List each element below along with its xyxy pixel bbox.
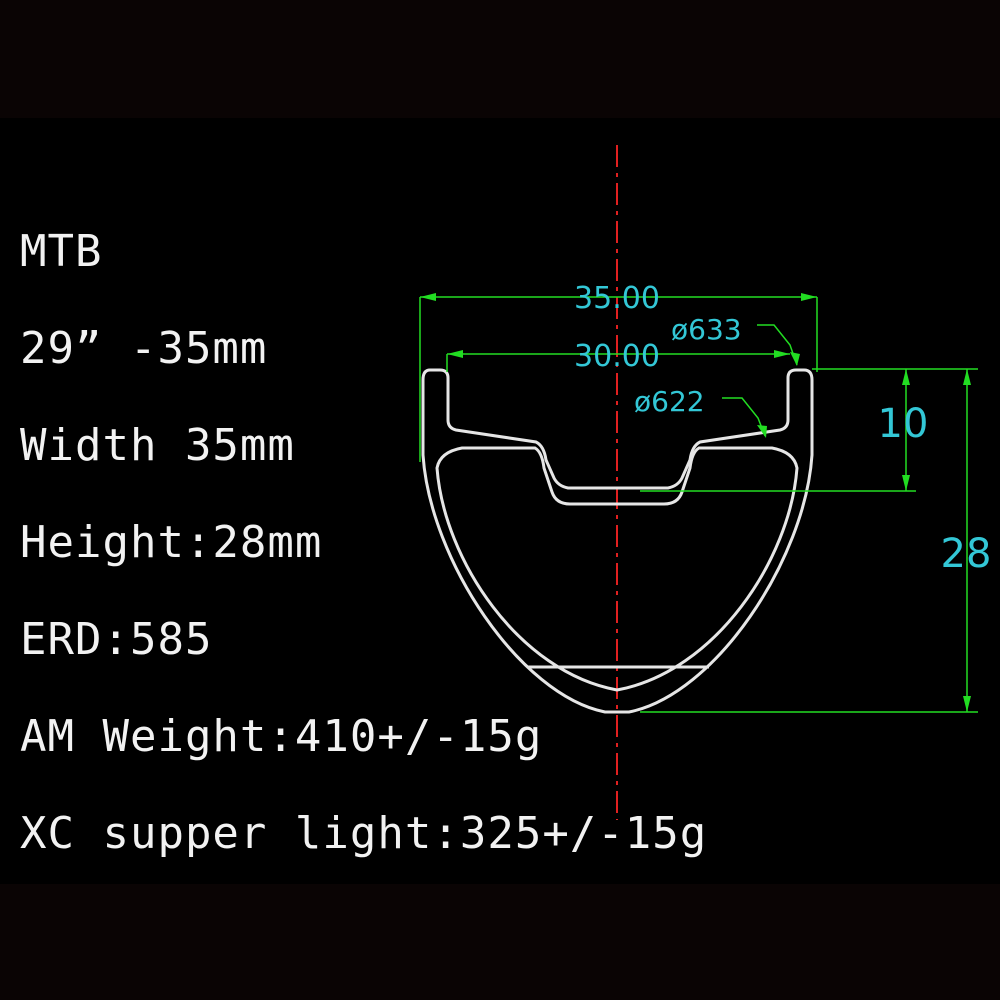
bottom-dark-band bbox=[0, 884, 1000, 1000]
outer-width-label: 35.00 bbox=[574, 281, 660, 316]
inner-diameter-leader bbox=[722, 397, 766, 437]
spec-am-weight: AM Weight:410+/-15g bbox=[20, 711, 543, 762]
spec-width: Width 35mm bbox=[20, 420, 295, 471]
arrow-icon bbox=[902, 369, 910, 385]
rim-outer-outline bbox=[421, 368, 814, 714]
spec-category: MTB bbox=[20, 226, 103, 277]
outer-diameter-leader bbox=[757, 324, 798, 366]
spec-wheel-size: 29” -35mm bbox=[20, 323, 268, 374]
arrow-icon bbox=[757, 425, 767, 438]
arrow-icon bbox=[420, 293, 436, 301]
spec-erd: ERD:585 bbox=[20, 614, 213, 665]
spec-xc-weight: XC supper light:325+/-15g bbox=[20, 808, 708, 859]
rim-inner-outline bbox=[435, 446, 799, 692]
arrow-icon bbox=[963, 696, 971, 712]
top-dark-band bbox=[0, 0, 1000, 118]
spec-height: Height:28mm bbox=[20, 517, 323, 568]
total-height-label: 28 bbox=[941, 531, 992, 577]
bead-height-label: 10 bbox=[878, 401, 929, 447]
inner-diameter-label: ø622 bbox=[634, 385, 705, 418]
arrow-icon bbox=[790, 352, 800, 366]
arrow-icon bbox=[902, 475, 910, 491]
outer-diameter-label: ø633 bbox=[671, 313, 742, 346]
arrow-icon bbox=[963, 369, 971, 385]
arrow-icon bbox=[801, 293, 817, 301]
arrow-icon bbox=[774, 350, 790, 358]
inner-width-label: 30.00 bbox=[574, 339, 660, 374]
arrow-icon bbox=[447, 350, 463, 358]
